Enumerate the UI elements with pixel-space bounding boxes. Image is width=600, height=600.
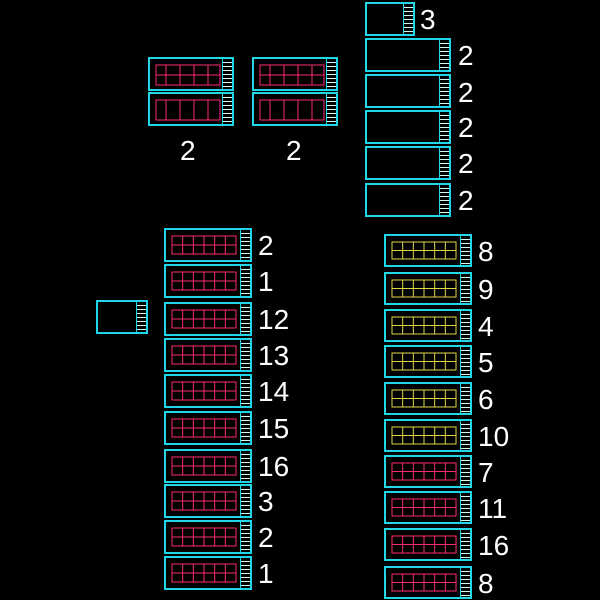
sheet-count-label: 4 — [478, 311, 494, 342]
sheet-count-label: 3 — [258, 486, 274, 517]
sheet-elevation-1 — [365, 38, 451, 72]
sheet-count-label: 13 — [258, 340, 290, 371]
sheet-count-label: 11 — [478, 493, 508, 524]
framing-grid-drawing — [171, 418, 237, 438]
sheet-floorplan-8 — [384, 491, 472, 524]
framing-grid-drawing — [391, 498, 457, 517]
sheet-count-label: 14 — [258, 376, 290, 407]
framing-grid-drawing — [171, 381, 237, 401]
sheet-floorplan-1 — [384, 234, 472, 267]
sheet-count-label: 2 — [458, 77, 474, 108]
sheet-count-label: 2 — [180, 135, 196, 166]
sheet-structure-8 — [164, 484, 252, 518]
sheet-floorplan-4 — [384, 345, 472, 378]
sheet-count-label: 3 — [420, 4, 436, 35]
sheet-detail-2 — [365, 146, 451, 180]
sheet-elevation-2 — [365, 74, 451, 108]
sheet-count-label: 16 — [258, 451, 290, 482]
sheet-structure-5 — [164, 374, 252, 408]
framing-grid-drawing — [171, 271, 237, 291]
sheet-count-label: 8 — [478, 236, 494, 267]
sheet-detail-3 — [365, 183, 451, 217]
sheet-count-label: 5 — [478, 347, 494, 378]
sheet-count-label: 2 — [286, 135, 302, 166]
sheet-structure-3 — [164, 302, 252, 336]
sheet-count-label: 6 — [478, 384, 494, 415]
sheet-structure-9 — [164, 520, 252, 554]
sheet-detail-1 — [365, 110, 451, 144]
sheet-count-label: 1 — [258, 266, 274, 297]
floor-plan-drawing — [155, 64, 221, 86]
framing-grid-drawing — [391, 535, 457, 554]
sheet-count-label: 15 — [258, 413, 290, 444]
sheet-count-label: 2 — [458, 148, 474, 179]
sheet-count-label: 7 — [478, 457, 494, 488]
sheet-plan-a2 — [148, 92, 234, 126]
sheet-count-label: 1 — [258, 558, 274, 589]
framing-grid-drawing — [171, 527, 237, 547]
framing-grid-drawing — [391, 573, 457, 592]
sheet-plan-b1 — [252, 57, 338, 91]
sheet-plan-a1 — [148, 57, 234, 91]
floor-plan-drawing — [391, 241, 457, 260]
floor-plan-drawing — [391, 426, 457, 445]
sheet-count-label: 2 — [458, 40, 474, 71]
sheet-structure-10 — [164, 556, 252, 590]
framing-grid-drawing — [391, 462, 457, 481]
sheet-structure-7 — [164, 449, 252, 483]
sheet-floorplan-5 — [384, 382, 472, 415]
sheet-structure-1 — [164, 228, 252, 262]
sheet-floorplan-2 — [384, 272, 472, 305]
floor-plan-drawing — [391, 352, 457, 371]
sheet-floorplan-3 — [384, 309, 472, 342]
sheet-floorplan-10 — [384, 566, 472, 599]
sheet-count-label: 2 — [258, 522, 274, 553]
sheet-count-label: 2 — [458, 185, 474, 216]
floor-plan-drawing — [259, 64, 325, 86]
framing-grid-drawing — [171, 491, 237, 511]
floor-plan-drawing — [391, 279, 457, 298]
sheet-structure-2 — [164, 264, 252, 298]
sheet-floorplan-7 — [384, 455, 472, 488]
framing-grid-drawing — [171, 235, 237, 255]
framing-grid-drawing — [171, 456, 237, 476]
sheet-count-label: 9 — [478, 274, 494, 305]
sheet-structure-6 — [164, 411, 252, 445]
sheet-count-label: 2 — [258, 230, 274, 261]
sheet-floorplan-9 — [384, 528, 472, 561]
sheet-floorplan-6 — [384, 419, 472, 452]
framing-grid-drawing — [171, 563, 237, 583]
floor-plan-drawing — [259, 99, 325, 121]
sheet-count-label: 12 — [258, 304, 290, 335]
sheet-count-label: 8 — [478, 568, 494, 599]
sheet-detail-small — [365, 2, 415, 36]
sheet-lone — [96, 300, 148, 334]
floor-plan-drawing — [391, 316, 457, 335]
sheet-plan-b2 — [252, 92, 338, 126]
sheet-structure-4 — [164, 338, 252, 372]
framing-grid-drawing — [171, 309, 237, 329]
floor-plan-drawing — [155, 99, 221, 121]
sheet-count-label: 10 — [478, 421, 510, 452]
sheet-count-label: 16 — [478, 530, 510, 561]
floor-plan-drawing — [391, 389, 457, 408]
sheet-count-label: 2 — [458, 112, 474, 143]
framing-grid-drawing — [171, 345, 237, 365]
